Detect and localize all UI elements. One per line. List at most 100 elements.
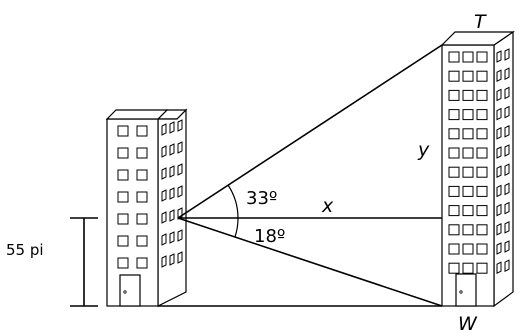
window — [462, 243, 474, 255]
window — [169, 209, 175, 222]
window — [169, 231, 175, 244]
window — [462, 109, 474, 121]
window — [476, 51, 488, 63]
right-building-windows — [448, 48, 510, 275]
window — [476, 262, 488, 274]
window — [496, 146, 502, 159]
window — [462, 262, 474, 274]
window — [476, 243, 488, 255]
window — [177, 163, 183, 176]
window — [462, 205, 474, 217]
window — [476, 128, 488, 140]
window — [504, 48, 510, 61]
window — [448, 224, 460, 236]
window — [496, 242, 502, 255]
window — [161, 211, 167, 224]
angle-arc-elevation — [227, 184, 239, 219]
window — [448, 51, 460, 63]
window — [169, 165, 175, 178]
window — [136, 147, 148, 159]
window — [177, 229, 183, 242]
window — [496, 107, 502, 121]
height-label: 55 pi — [6, 241, 44, 259]
window — [136, 235, 148, 247]
right-building-door — [455, 273, 477, 307]
window — [448, 262, 460, 274]
label-x: x — [321, 195, 334, 217]
angle-label-18: 18º — [254, 226, 285, 247]
window — [496, 126, 502, 140]
window — [504, 67, 510, 81]
window — [462, 70, 474, 82]
window — [462, 147, 474, 159]
window — [462, 185, 474, 197]
window — [177, 119, 183, 132]
point-label-t: T — [474, 11, 487, 33]
window — [117, 125, 129, 137]
window — [448, 243, 460, 255]
window — [496, 165, 502, 179]
window — [117, 191, 129, 203]
window — [504, 240, 510, 253]
window — [117, 257, 129, 269]
window — [496, 222, 502, 236]
window — [169, 253, 175, 266]
window — [496, 69, 502, 83]
window — [462, 51, 474, 63]
window — [504, 259, 510, 273]
window — [448, 205, 460, 217]
window — [448, 166, 460, 178]
window — [504, 163, 510, 177]
window — [462, 166, 474, 178]
window — [496, 203, 502, 217]
window — [504, 201, 510, 215]
window — [136, 191, 148, 203]
window — [462, 128, 474, 140]
label-y: y — [417, 139, 430, 161]
window — [117, 169, 129, 181]
window — [476, 70, 488, 82]
window — [177, 141, 183, 154]
window — [169, 143, 175, 156]
window — [448, 89, 460, 101]
window — [161, 123, 167, 136]
line-of-sight-to-bottom — [177, 217, 443, 307]
window — [161, 233, 167, 246]
window — [476, 109, 488, 121]
window — [476, 185, 488, 197]
angle-label-33: 33º — [246, 188, 277, 209]
window — [448, 147, 460, 159]
window — [476, 89, 488, 101]
window — [169, 121, 175, 134]
window — [177, 251, 183, 264]
window — [462, 224, 474, 236]
window — [496, 261, 502, 275]
left-building — [105, 108, 188, 307]
window — [504, 144, 510, 157]
right-building-roof — [440, 31, 515, 46]
angle-arc-depression — [234, 217, 239, 238]
window — [177, 185, 183, 198]
left-building-windows — [117, 119, 183, 269]
window — [161, 189, 167, 202]
left-building-roof — [105, 109, 169, 120]
window — [136, 125, 148, 137]
window — [136, 213, 148, 225]
window — [169, 187, 175, 200]
window — [117, 235, 129, 247]
window — [504, 124, 510, 138]
window — [161, 255, 167, 268]
window — [448, 185, 460, 197]
window — [117, 147, 129, 159]
window — [136, 169, 148, 181]
window — [476, 147, 488, 159]
window — [161, 167, 167, 180]
window — [496, 88, 502, 102]
line-of-sight-to-top — [177, 44, 443, 219]
window — [161, 145, 167, 158]
window — [504, 86, 510, 100]
window — [448, 128, 460, 140]
window — [504, 105, 510, 119]
window — [496, 184, 502, 198]
